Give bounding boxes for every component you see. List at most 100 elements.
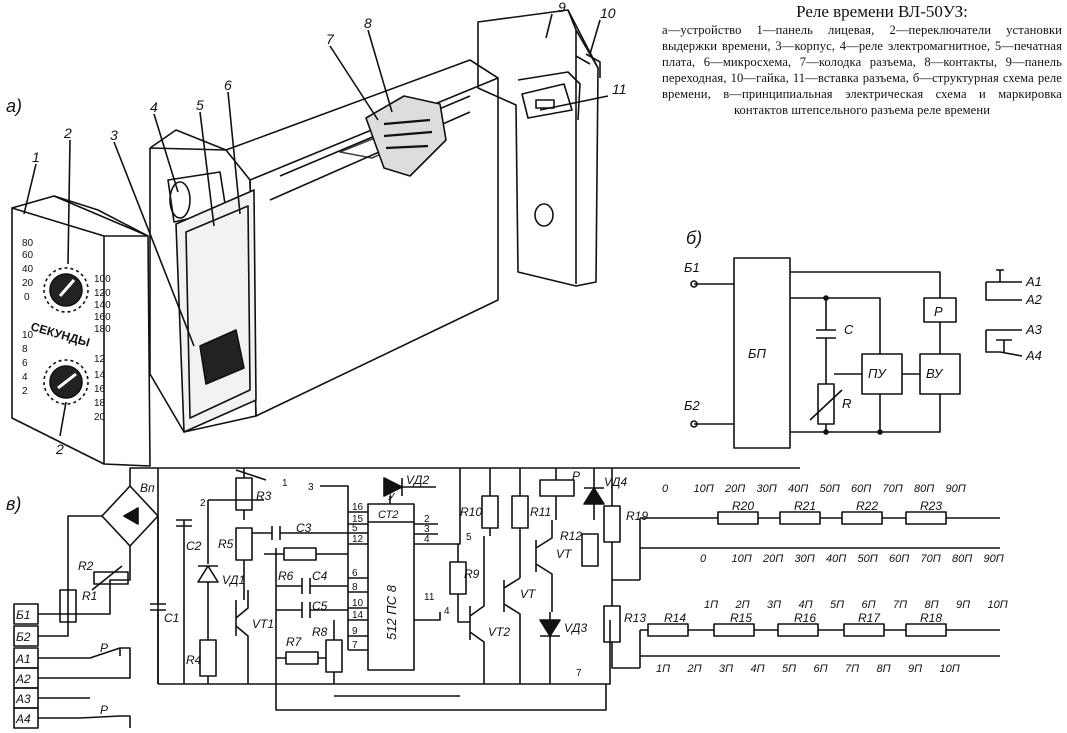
- sch-r17: R17: [858, 611, 881, 625]
- ic-512ps8: [367, 503, 415, 671]
- dial-up-r2: 140: [94, 300, 111, 311]
- callout-8: 8: [364, 15, 372, 31]
- tap-label-tens-top: 10П: [694, 483, 714, 495]
- callout-6: 6: [224, 77, 232, 93]
- sch-vt3: VT: [520, 587, 537, 601]
- dial-up-l2: 40: [22, 264, 34, 275]
- dial-label: СЕКУНДЫ: [29, 319, 91, 349]
- caption-body: а—устройство 1—панель лицевая, 2—переклю…: [662, 23, 1062, 117]
- tap-label-tens-top: 0: [662, 483, 669, 495]
- node-5: 5: [466, 532, 472, 543]
- tap-label-ones-top: 8П: [925, 599, 939, 611]
- bd-p: Р: [934, 304, 943, 319]
- sch-c4: C4: [312, 569, 328, 583]
- sch-contact-p1: Р: [100, 641, 108, 655]
- bd-b2: Б2: [684, 398, 700, 413]
- tap-label-tens-bottom: 10П: [732, 553, 752, 565]
- pin-14: 14: [352, 610, 364, 621]
- callout-7: 7: [326, 31, 335, 47]
- bd-c: C: [844, 322, 854, 337]
- pin-6: 6: [352, 568, 358, 579]
- sch-vd3: VД3: [564, 621, 587, 635]
- callout-10: 10: [600, 5, 616, 21]
- sch-c5: C5: [312, 599, 328, 613]
- sch-c3: C3: [296, 521, 312, 535]
- tap-label-ones-top: 6П: [862, 599, 876, 611]
- sch-r7: R7: [286, 635, 303, 649]
- sch-r13: R13: [624, 611, 646, 625]
- pin-4: 4: [424, 534, 430, 545]
- bd-b1: Б1: [684, 260, 700, 275]
- sch-r6: R6: [278, 569, 294, 583]
- sch-a1: А1: [15, 652, 31, 666]
- callout-3: 3: [110, 127, 118, 143]
- tap-label-ones-bottom: 1П: [656, 663, 670, 675]
- sch-r4: R4: [186, 653, 202, 667]
- transition-panel: [477, 9, 599, 287]
- dial-up-l1: 60: [22, 250, 34, 261]
- bd-a1: А1: [1025, 274, 1042, 289]
- sch-contact-p2: Р: [100, 703, 108, 717]
- sch-r3: R3: [256, 489, 272, 503]
- tap-label-tens-top: 60П: [851, 483, 871, 495]
- callout-11: 11: [612, 81, 627, 97]
- tap-label-tens-bottom: 90П: [984, 553, 1004, 565]
- tap-label-tens-top: 90П: [946, 483, 966, 495]
- sch-ic-top: СТ2: [378, 509, 398, 521]
- tap-label-tens-bottom: 50П: [858, 553, 878, 565]
- dial-lo-l4: 2: [22, 386, 28, 397]
- sch-a2: А2: [15, 672, 31, 686]
- tap-label-ones-bottom: 9П: [908, 663, 922, 675]
- tap-label-tens-top: 80П: [914, 483, 934, 495]
- callout-2: 2: [63, 125, 72, 141]
- dial-lo-l2: 6: [22, 358, 28, 369]
- tap-label-ones-bottom: 8П: [877, 663, 891, 675]
- tap-label-ones-bottom: 7П: [845, 663, 859, 675]
- sch-r12: R12: [560, 529, 582, 543]
- sch-vt1: VT1: [252, 617, 274, 631]
- pin-10: 10: [352, 598, 364, 609]
- connector-insert: [521, 83, 573, 119]
- block-diagram: [690, 257, 1023, 449]
- sch-r11: R11: [530, 505, 551, 519]
- callout-1: 1: [32, 149, 40, 165]
- sch-r19: R19: [626, 509, 648, 523]
- tap-label-ones-top: 3П: [767, 599, 781, 611]
- sch-r16: R16: [794, 611, 816, 625]
- dial-lo-l1: 8: [22, 344, 28, 355]
- panel-label-a: а): [6, 96, 22, 116]
- dial-lo-l3: 4: [22, 372, 28, 383]
- tap-label-tens-bottom: 80П: [952, 553, 972, 565]
- bd-pu: ПУ: [868, 366, 887, 381]
- sch-r10: R10: [460, 505, 482, 519]
- tap-label-ones-bottom: 5П: [782, 663, 796, 675]
- dial-up-l0: 80: [22, 238, 34, 249]
- sch-r9: R9: [464, 567, 480, 581]
- tap-label-ones-top: 9П: [956, 599, 970, 611]
- relay-p: [539, 479, 575, 497]
- bd-r: R: [842, 396, 851, 411]
- sch-a4: А4: [15, 712, 31, 726]
- pin-7: 7: [352, 640, 358, 651]
- sch-r20: R20: [732, 499, 754, 513]
- pin-16: 16: [352, 502, 364, 513]
- sch-vd1: VД1: [222, 573, 245, 587]
- dial-up-r3: 160: [94, 312, 111, 323]
- caption-title: Реле времени ВЛ-50УЗ:: [796, 2, 968, 21]
- device-drawing: [11, 9, 609, 467]
- sch-r1: R1: [82, 589, 97, 603]
- dial-up-r0: 100: [94, 274, 111, 285]
- dial-lo-r3: 18: [94, 398, 106, 409]
- node-1: 1: [282, 478, 288, 489]
- tap-label-ones-bottom: 2П: [687, 663, 702, 675]
- bd-a2: А2: [1025, 292, 1043, 307]
- tap-label-tens-top: 40П: [788, 483, 808, 495]
- sch-r22: R22: [856, 499, 878, 513]
- contacts-window: [365, 95, 447, 177]
- callout-4: 4: [150, 99, 158, 115]
- tap-label-ones-top: 4П: [799, 599, 813, 611]
- bp-block: [733, 257, 791, 449]
